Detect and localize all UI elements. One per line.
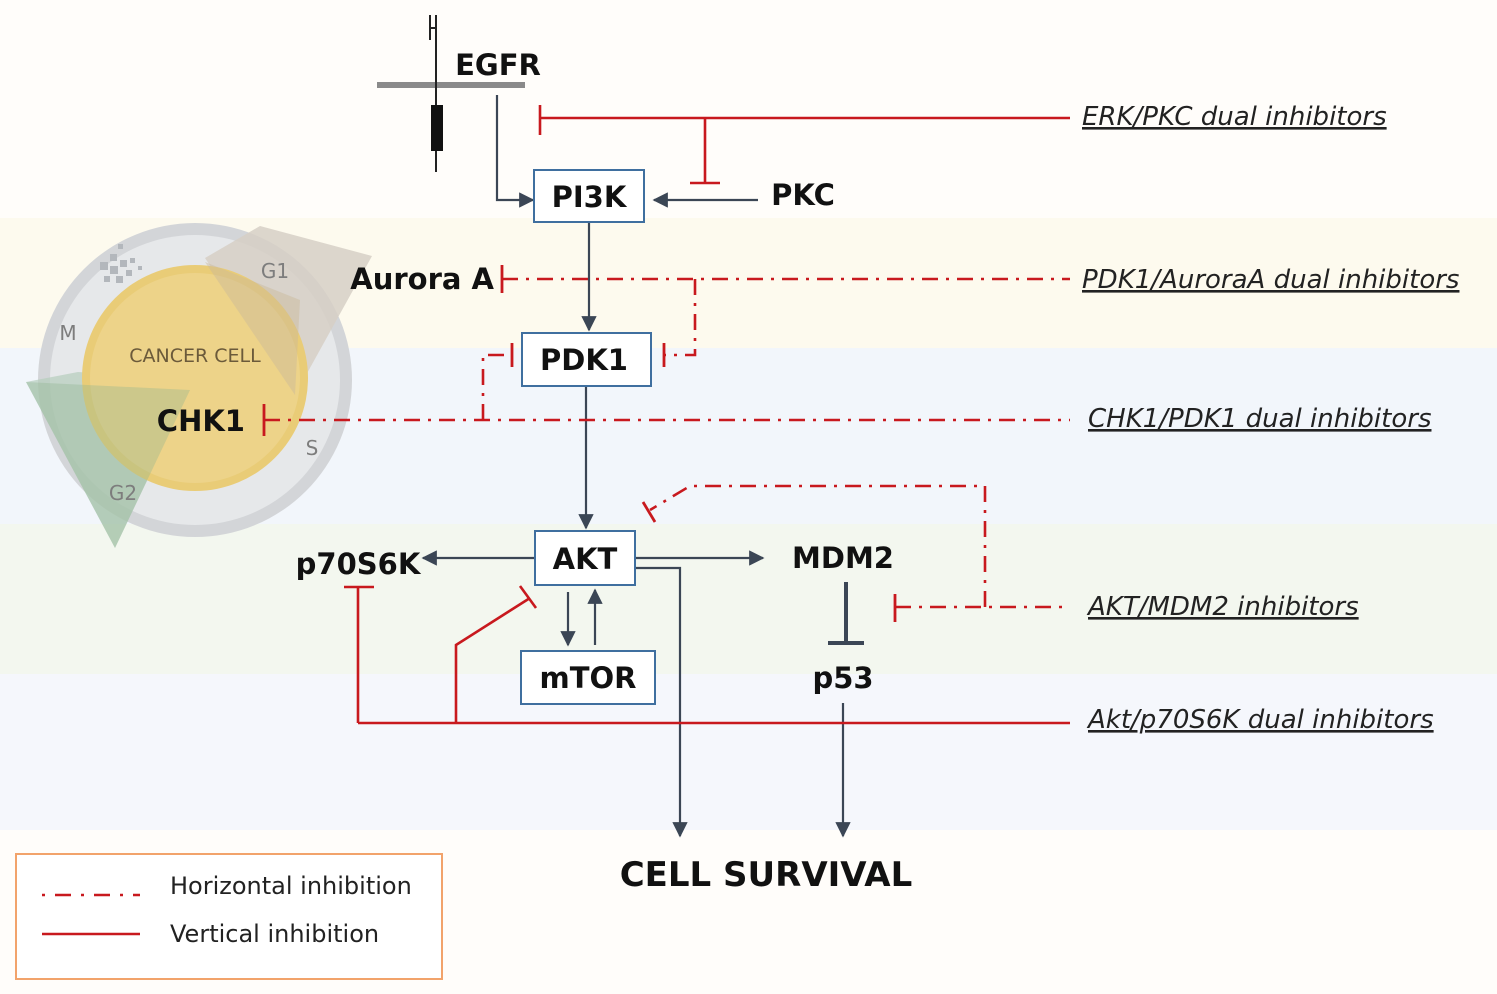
legend: Horizontal inhibition Vertical inhibitio…	[15, 853, 443, 980]
chk1-pdk1-inhibition	[264, 353, 1070, 422]
mtor-box[interactable]	[520, 650, 656, 705]
akt-p70s6k-inhibition	[344, 585, 1070, 725]
node-boxes	[520, 169, 656, 705]
pi3k-box[interactable]	[533, 169, 645, 223]
egfr-to-pi3k-arrow	[495, 95, 535, 208]
egfr-receptor-icon	[377, 15, 525, 172]
phase-m-label: M	[59, 321, 76, 345]
p53-label: p53	[812, 661, 873, 695]
inhibitor-pdk1-aurora-label[interactable]: PDK1/AuroraA dual inhibitors	[1082, 265, 1459, 295]
inhibition-bars	[262, 265, 897, 622]
akt-box[interactable]	[534, 530, 636, 586]
akt-label: AKT	[553, 542, 618, 576]
pkc-label: PKC	[771, 178, 835, 212]
cell-cycle-illustration: CANCER CELL G1 M S G2	[26, 223, 372, 548]
pdk1-label: PDK1	[540, 343, 628, 377]
phase-g1-label: G1	[261, 259, 289, 283]
chk1-label: CHK1	[157, 404, 245, 438]
cancer-cell-label: CANCER CELL	[129, 345, 261, 367]
horizontal-inhibition-lines	[264, 277, 1070, 609]
akt-to-survival-arrow	[635, 566, 688, 838]
decorative-dots	[100, 244, 142, 283]
mtor-label: mTOR	[540, 661, 637, 695]
erk-pkc-inhibition	[538, 105, 1070, 185]
pdk1-box[interactable]	[521, 332, 652, 387]
legend-horizontal-label: Horizontal inhibition	[170, 872, 412, 900]
mdm2-p53-inhibition	[828, 582, 864, 645]
legend-vertical-label: Vertical inhibition	[170, 920, 379, 948]
aurora-a-label: Aurora A	[350, 262, 494, 296]
inhibitor-akt-mdm2-label[interactable]: AKT/MDM2 inhibitors	[1086, 592, 1359, 622]
phase-s-label: S	[306, 436, 319, 460]
egfr-label: EGFR	[455, 48, 541, 82]
cell-survival-label: CELL SURVIVAL	[620, 855, 913, 895]
activation-arrows	[421, 95, 851, 838]
pdk1-aurora-inhibition	[502, 277, 1070, 357]
p70s6k-label: p70S6K	[296, 547, 422, 581]
mdm2-label: MDM2	[792, 541, 894, 575]
akt-mdm2-inhibition	[649, 484, 1070, 609]
inhibitor-akt-p70s6k-label[interactable]: Akt/p70S6K dual inhibitors	[1086, 705, 1434, 735]
vertical-inhibition-lines	[344, 105, 1070, 725]
pi3k-label: PI3K	[552, 180, 628, 214]
inhibitor-erk-pkc-label[interactable]: ERK/PKC dual inhibitors	[1082, 102, 1387, 132]
inhibitor-chk1-pdk1-label[interactable]: CHK1/PDK1 dual inhibitors	[1088, 404, 1431, 434]
phase-g2-label: G2	[109, 481, 137, 505]
